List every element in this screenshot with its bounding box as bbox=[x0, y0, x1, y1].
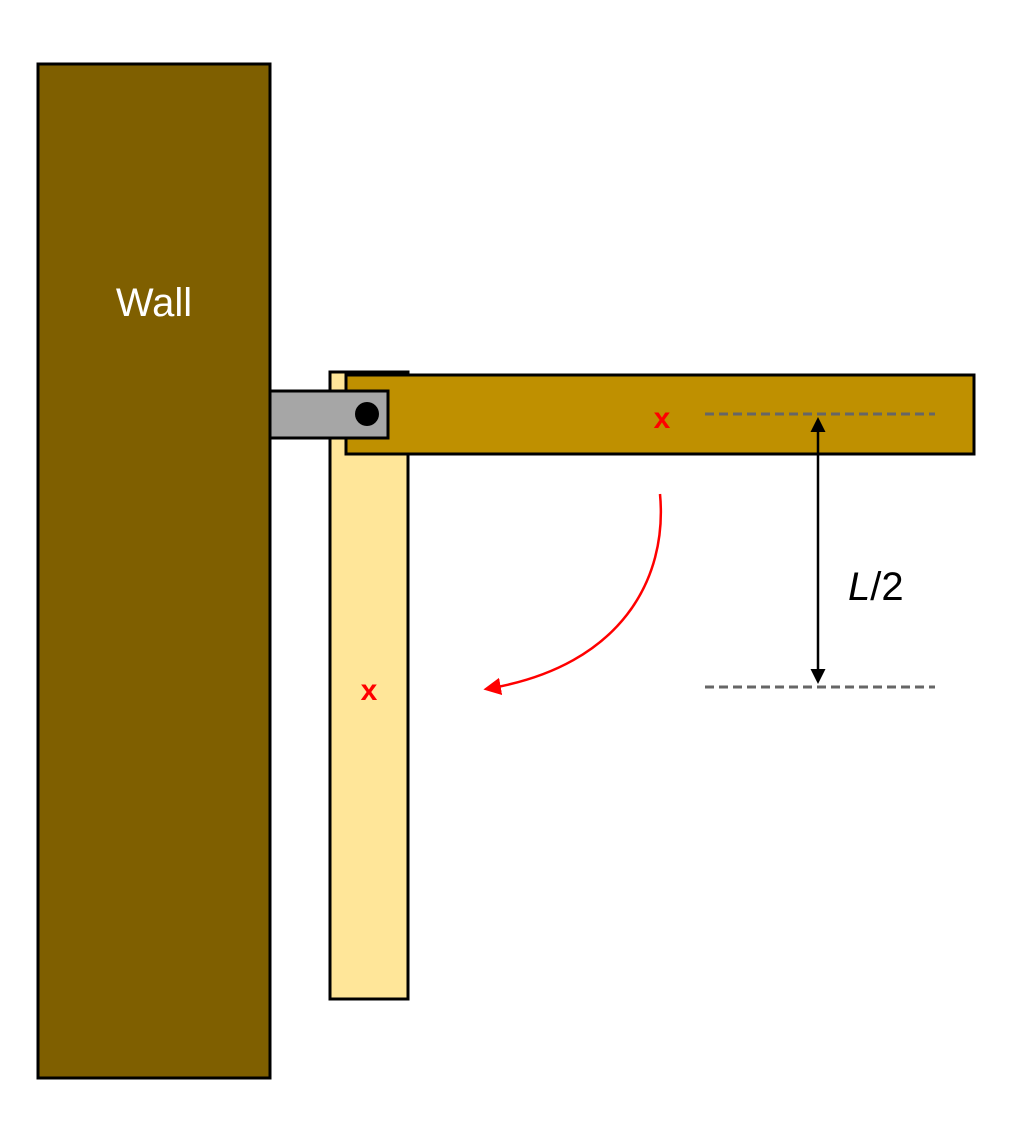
dimension-label: L/2 bbox=[848, 565, 904, 609]
vertical-rod-center-mark: x bbox=[361, 674, 378, 707]
dimension-label-variable: L bbox=[848, 565, 870, 609]
pivot-pin-icon bbox=[355, 402, 379, 426]
vertical-rod bbox=[328, 370, 410, 1001]
wall-label: Wall bbox=[116, 281, 192, 325]
horizontal-rod bbox=[344, 373, 976, 456]
curved-arrow-icon bbox=[483, 493, 663, 696]
dimension-label-rest: /2 bbox=[870, 565, 903, 609]
horizontal-rod-center-mark: x bbox=[654, 402, 671, 435]
wall bbox=[36, 62, 272, 1080]
